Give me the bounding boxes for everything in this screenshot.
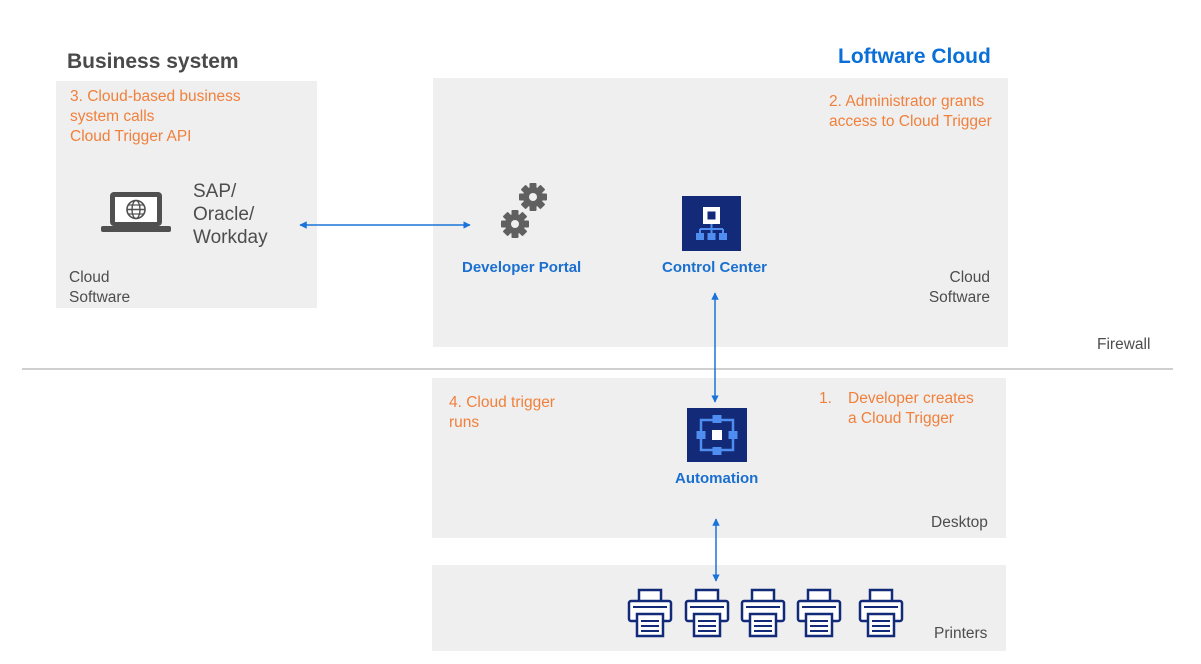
cloud-software-label: Cloud Software — [928, 269, 990, 306]
business-software-label: Cloud Software — [69, 269, 131, 306]
printer-icon — [627, 588, 673, 638]
printer-row — [627, 588, 907, 640]
developer-portal-label: Developer Portal — [462, 259, 582, 276]
printer-icon — [858, 588, 904, 638]
printer-icon — [684, 588, 730, 638]
gears-icon — [501, 183, 547, 238]
automation-label: Automation — [675, 470, 759, 487]
business-step-text: 3. Cloud-based business system calls Clo… — [70, 88, 241, 145]
desktop-label: Desktop — [931, 514, 988, 531]
desktop-step-left: 4. Cloud trigger runs — [449, 394, 555, 431]
printer-icon — [796, 588, 842, 638]
sitemap-icon — [696, 207, 727, 240]
laptop-globe-icon — [101, 192, 171, 232]
business-system-title: Business system — [67, 50, 239, 73]
cloud-step-text: 2. Administrator grants access to Cloud … — [829, 93, 992, 130]
printer-icon — [740, 588, 786, 638]
control-center-icon-box — [682, 196, 741, 251]
business-system-panel — [56, 81, 317, 308]
firewall-line — [22, 368, 1173, 370]
business-systems-list: SAP/ Oracle/ Workday — [193, 181, 268, 248]
automation-icon-box — [687, 408, 747, 462]
control-center-label: Control Center — [662, 259, 767, 276]
loftware-cloud-title: Loftware Cloud — [838, 45, 991, 68]
printers-label: Printers — [934, 625, 988, 642]
desktop-step-right: Developer creates a Cloud Trigger — [848, 390, 974, 427]
firewall-label: Firewall — [1097, 336, 1151, 353]
desktop-step-number: 1. — [819, 390, 832, 407]
automation-icon — [696, 415, 738, 455]
